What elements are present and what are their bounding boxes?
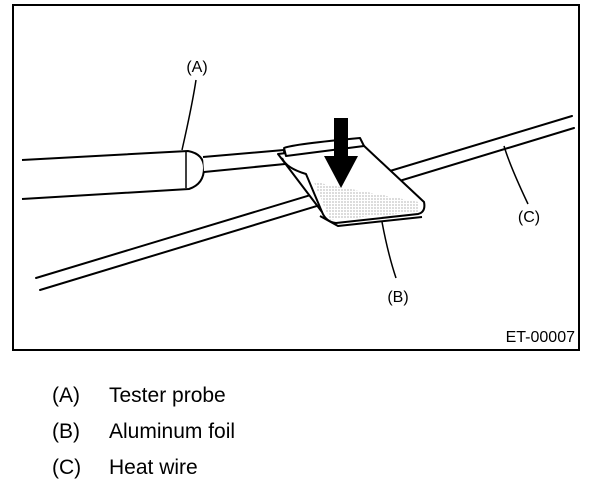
legend-key: (B) xyxy=(52,420,80,443)
callout-label-b: (B) xyxy=(387,289,408,306)
heat-wire xyxy=(35,115,575,291)
legend-item: (B) Aluminum foil xyxy=(52,414,235,450)
leader-line-b xyxy=(381,221,397,279)
legend-key: (A) xyxy=(52,384,80,407)
legend-item: (A) Tester probe xyxy=(52,378,235,414)
legend-item: (C) Heat wire xyxy=(52,450,235,486)
leader-line-c xyxy=(503,145,529,205)
press-down-arrow-icon xyxy=(324,118,358,188)
tester-probe xyxy=(21,149,286,200)
leader-line-a xyxy=(181,79,197,151)
legend-label: Heat wire xyxy=(109,456,198,479)
legend-list: (A) Tester probe (B) Aluminum foil (C) H… xyxy=(52,378,235,486)
leader-lines xyxy=(181,79,529,279)
legend-key: (C) xyxy=(52,456,82,479)
figure-frame: (A) (B) (C) ET-00007 xyxy=(12,4,580,351)
legend-label: Tester probe xyxy=(109,384,226,407)
callout-label-c: (C) xyxy=(518,209,540,226)
aluminum-foil xyxy=(277,137,426,227)
figure-code: ET-00007 xyxy=(506,329,575,346)
heat-wire-test-illustration: (A) (B) (C) ET-00007 xyxy=(21,59,575,346)
callout-label-a: (A) xyxy=(186,59,207,76)
legend-label: Aluminum foil xyxy=(109,420,236,443)
